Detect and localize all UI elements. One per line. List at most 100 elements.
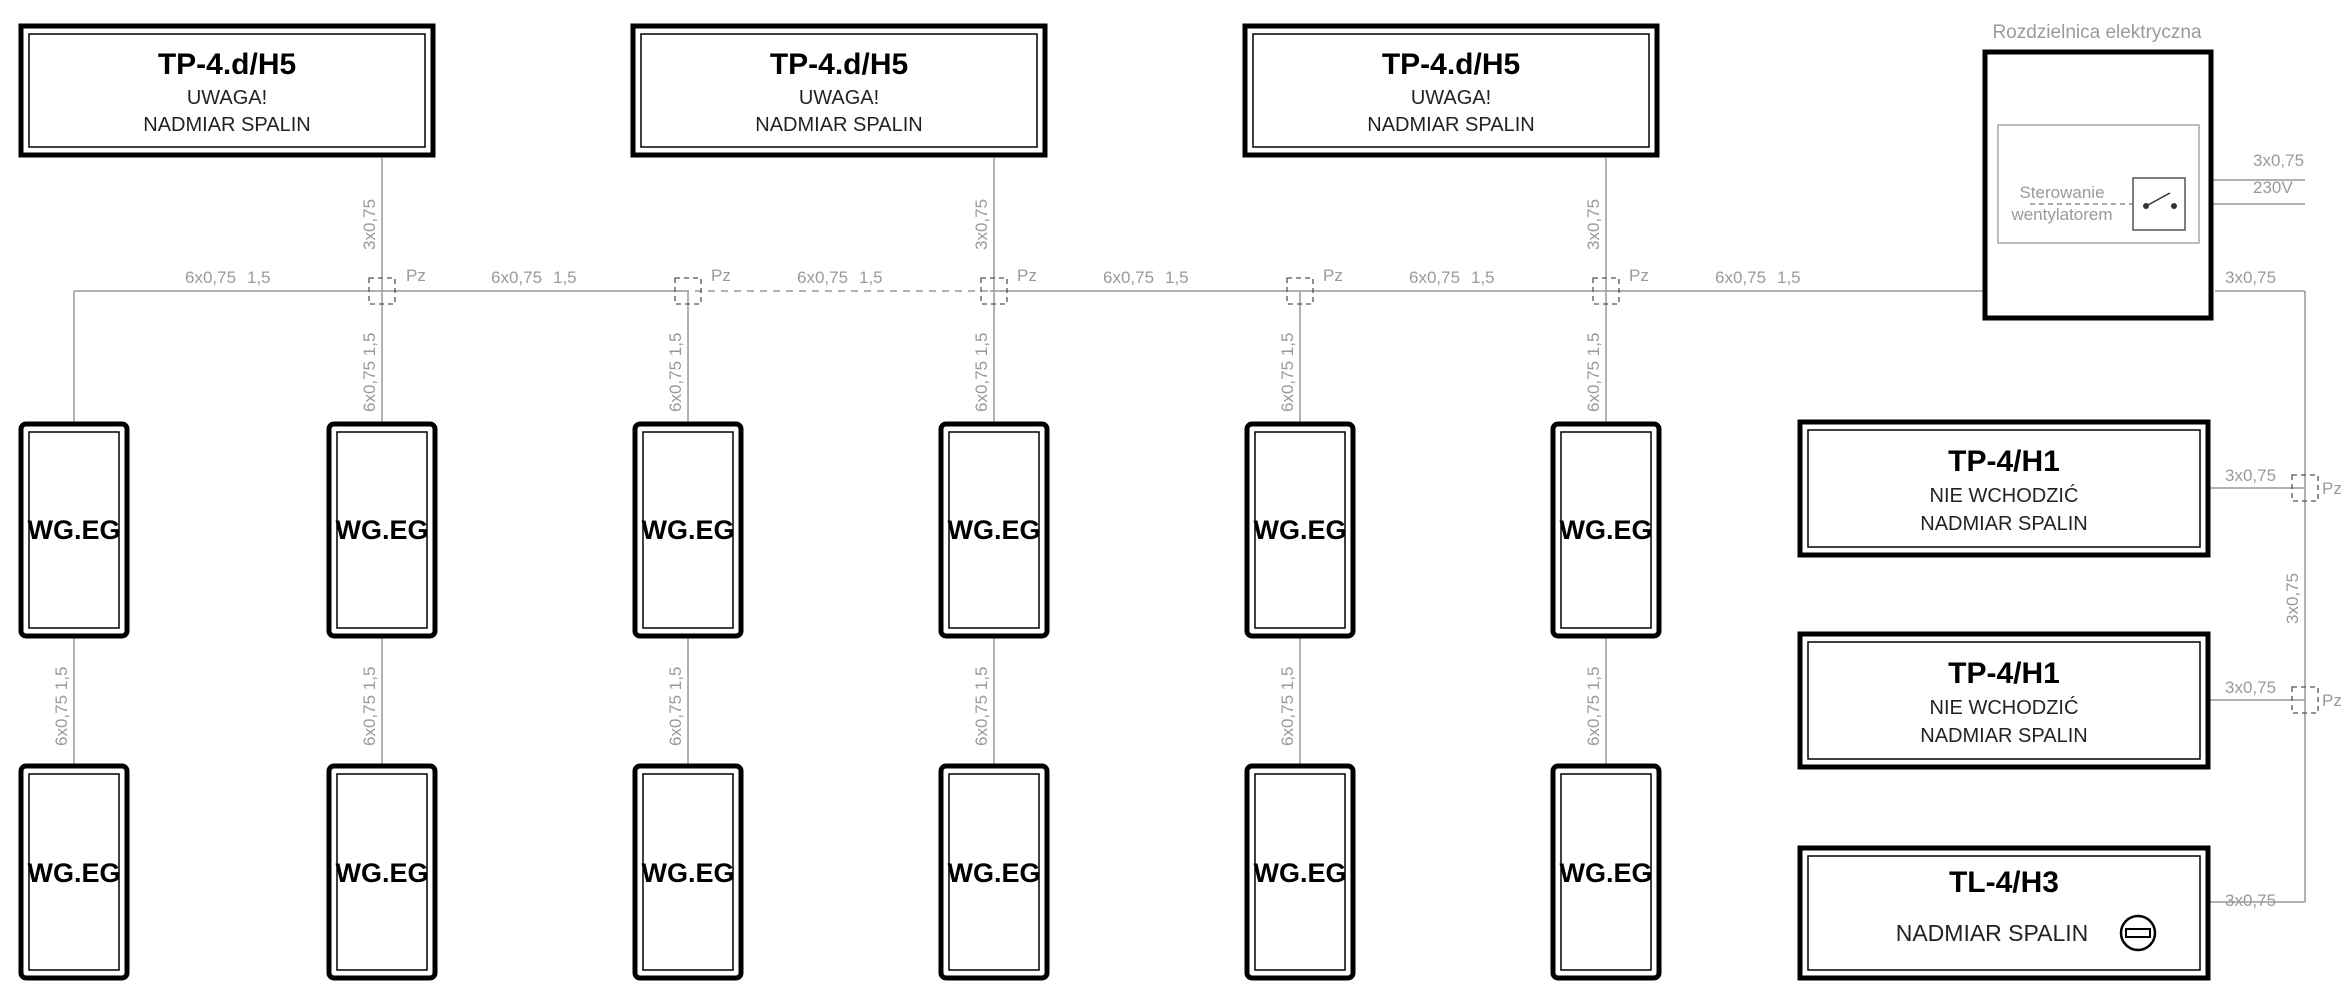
- panel-line1: NIE WCHODZIĆ: [1930, 696, 2079, 719]
- junction-box: [2291, 474, 2319, 502]
- bus-cable-size: 1,5: [1165, 268, 1189, 287]
- junction-labels: Pz Pz Pz Pz Pz Pz Pz: [406, 266, 2342, 710]
- detector: WG.EG: [938, 763, 1050, 981]
- panel-code: TP-4.d/H5: [158, 48, 296, 81]
- bus-cable-label: 6x0,75: [1103, 268, 1154, 287]
- panel-line2: NADMIAR SPALIN: [755, 114, 922, 136]
- bus-cable-size: 1,5: [859, 268, 883, 287]
- junction-box: [368, 277, 396, 305]
- detector-cable-label: 6x0,75 1,5: [1278, 333, 1297, 412]
- junction-label: Pz: [406, 266, 426, 285]
- switchboard: Rozdzielnica elektryczna Sterowanie went…: [1982, 22, 2214, 321]
- detector-label: WG.EG: [28, 858, 121, 888]
- detector-cable-label: 6x0,75 1,5: [1584, 667, 1603, 746]
- panel-code: TP-4/H1: [1948, 657, 2060, 690]
- vertical-cable-labels: 3x0,75 3x0,75 3x0,75 6x0,75 1,5 6x0,75 1…: [52, 199, 2302, 746]
- junction-box: [2291, 686, 2319, 714]
- detector: WG.EG: [18, 763, 130, 981]
- detector-label: WG.EG: [1254, 515, 1347, 545]
- right-trunk-vertical-label: 3x0,75: [2283, 573, 2302, 624]
- detector-label: WG.EG: [948, 515, 1041, 545]
- detector-label: WG.EG: [1560, 515, 1653, 545]
- panel-line2: NADMIAR SPALIN: [1920, 725, 2087, 747]
- panel-line2: NADMIAR SPALIN: [1367, 114, 1534, 136]
- junction-label: Pz: [1017, 266, 1037, 285]
- bus-cable-label: 6x0,75: [491, 268, 542, 287]
- bus-cable-label: 6x0,75: [1409, 268, 1460, 287]
- panel-feed-label: 3x0,75: [972, 199, 991, 250]
- warning-panel: TP-4.d/H5 UWAGA! NADMIAR SPALIN: [630, 23, 1048, 158]
- bus-cable-size: 1,5: [553, 268, 577, 287]
- detector-label: WG.EG: [1560, 858, 1653, 888]
- bus-cable-labels: 6x0,75 1,5 6x0,75 1,5 6x0,75 1,5 6x0,75 …: [185, 268, 2276, 287]
- branch-cable-label: 3x0,75: [2225, 678, 2276, 697]
- main-bus: [74, 290, 2306, 902]
- panel-line1: NIE WCHODZIĆ: [1930, 484, 2079, 507]
- junction-box: [674, 277, 702, 305]
- bus-cable-label: 6x0,75: [1715, 268, 1766, 287]
- control-label-2: wentylatorem: [2010, 205, 2112, 224]
- junction-box: [1592, 277, 1620, 305]
- branch-cable-label: 3x0,75: [2225, 466, 2276, 485]
- detector-cable-label: 6x0,75 1,5: [1584, 333, 1603, 412]
- detector-label: WG.EG: [28, 515, 121, 545]
- junction-box: [980, 277, 1008, 305]
- warning-panel: TP-4.d/H5 UWAGA! NADMIAR SPALIN: [18, 23, 436, 158]
- panel-code: TL-4/H3: [1949, 866, 2059, 899]
- detector-cable-label: 6x0,75 1,5: [666, 333, 685, 412]
- bus-cable-size: 1,5: [1471, 268, 1495, 287]
- relay-switch-icon: [2132, 177, 2186, 231]
- detector: WG.EG: [326, 421, 438, 639]
- detector-label: WG.EG: [642, 515, 735, 545]
- wires: [73, 158, 2305, 903]
- panel-line1: UWAGA!: [187, 87, 267, 109]
- right-panel: TL-4/H3 NADMIAR SPALIN: [1797, 845, 2211, 981]
- panel-line2: NADMIAR SPALIN: [1920, 513, 2087, 535]
- panel-feed-label: 3x0,75: [1584, 199, 1603, 250]
- junction-label: Pz: [1629, 266, 1649, 285]
- detector: WG.EG: [1550, 421, 1662, 639]
- detector-cable-label: 6x0,75 1,5: [972, 333, 991, 412]
- control-label-1: Sterowanie: [2019, 183, 2104, 202]
- right-branch-labels: 3x0,75 3x0,75 3x0,75 3x0,75 230V: [2225, 151, 2304, 910]
- detector-cable-label: 6x0,75 1,5: [666, 667, 685, 746]
- panel-feed-label: 3x0,75: [360, 199, 379, 250]
- junction-label: Pz: [2322, 691, 2342, 710]
- detector-cable-label: 6x0,75 1,5: [360, 333, 379, 412]
- panel-code: TP-4.d/H5: [1382, 48, 1520, 81]
- feed-voltage-label: 230V: [2253, 178, 2293, 197]
- junction-label: Pz: [1323, 266, 1343, 285]
- detector: WG.EG: [1244, 763, 1356, 981]
- warning-panel: TP-4.d/H5 UWAGA! NADMIAR SPALIN: [1242, 23, 1660, 158]
- detector-row-lower: WG.EG WG.EG WG.EG WG.EG WG.EG WG.EG: [18, 763, 1662, 981]
- detector-cable-label: 6x0,75 1,5: [972, 667, 991, 746]
- detector-label: WG.EG: [336, 515, 429, 545]
- panel-line1: UWAGA!: [1411, 87, 1491, 109]
- detector: WG.EG: [18, 421, 130, 639]
- branch-cable-label: 3x0,75: [2225, 891, 2276, 910]
- junction-label: Pz: [711, 266, 731, 285]
- detector-label: WG.EG: [948, 858, 1041, 888]
- right-trunk-label: 3x0,75: [2225, 268, 2276, 287]
- detector: WG.EG: [1550, 763, 1662, 981]
- detector: WG.EG: [326, 763, 438, 981]
- detector-cable-label: 6x0,75 1,5: [1278, 667, 1297, 746]
- bus-cable-size: 1,5: [247, 268, 271, 287]
- junction-boxes: [368, 277, 2319, 714]
- detector: WG.EG: [1244, 421, 1356, 639]
- bus-cable-size: 1,5: [1777, 268, 1801, 287]
- bus-cable-label: 6x0,75: [185, 268, 236, 287]
- detector-cable-label: 6x0,75 1,5: [360, 667, 379, 746]
- bus-cable-label: 6x0,75: [797, 268, 848, 287]
- detector-label: WG.EG: [336, 858, 429, 888]
- right-panel: TP-4/H1 NIE WCHODZIĆ NADMIAR SPALIN: [1797, 419, 2211, 558]
- detector-label: WG.EG: [1254, 858, 1347, 888]
- panel-line1: NADMIAR SPALIN: [1896, 920, 2089, 946]
- switchboard-title: Rozdzielnica elektryczna: [1992, 22, 2202, 43]
- detector-cable-label: 6x0,75 1,5: [52, 667, 71, 746]
- panel-line2: NADMIAR SPALIN: [143, 114, 310, 136]
- feed-cable-label: 3x0,75: [2253, 151, 2304, 170]
- junction-label: Pz: [2322, 479, 2342, 498]
- detector-label: WG.EG: [642, 858, 735, 888]
